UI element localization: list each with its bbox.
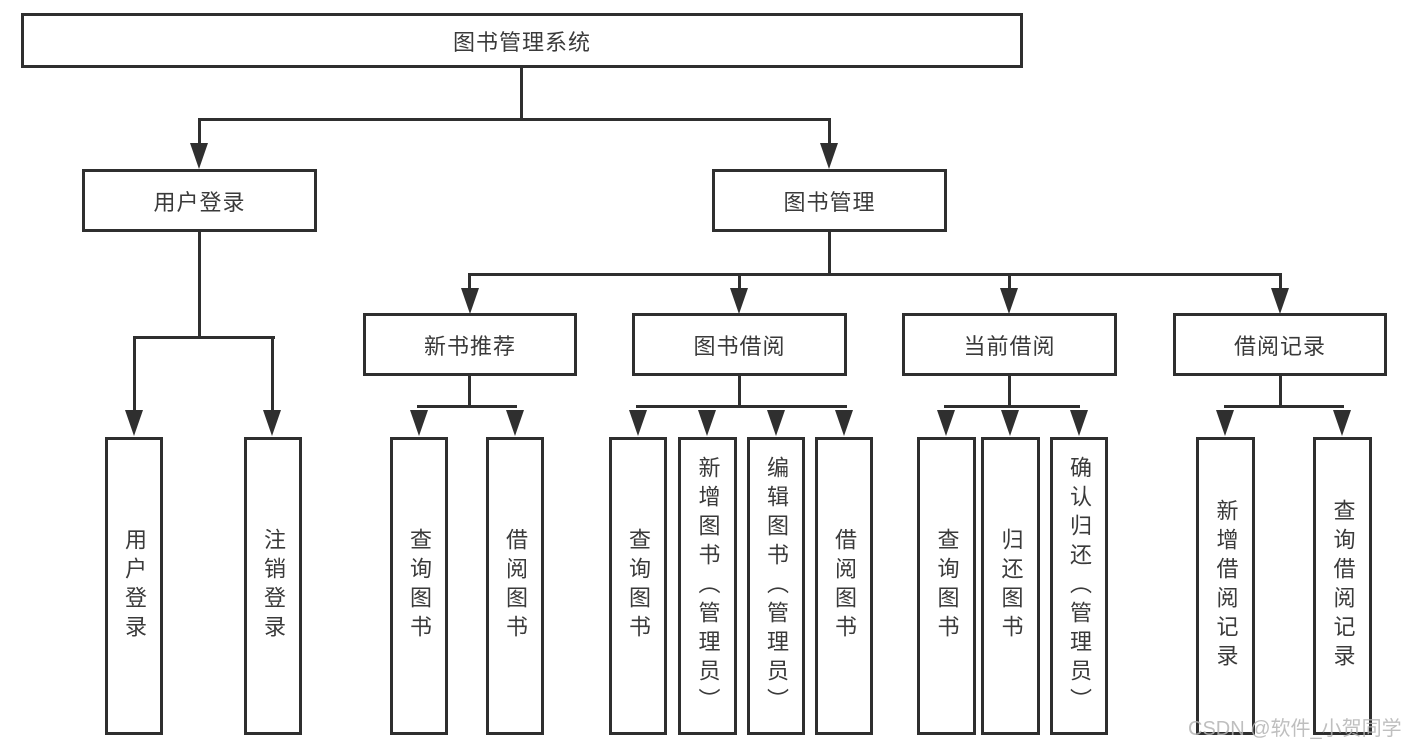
arrow-down-icon xyxy=(1001,410,1019,436)
edge-to-current-borrow xyxy=(1008,273,1011,290)
node-library-system-label: 图书管理系统 xyxy=(452,29,591,55)
edge-current-borrow-stem xyxy=(1008,376,1011,408)
edge-borrow-records-rail xyxy=(1224,405,1344,408)
edge-root-stem xyxy=(520,68,523,121)
node-user-login-label: 用户登录 xyxy=(153,189,246,215)
edge-user-login-rail xyxy=(133,336,275,339)
leaf-borrowing-edit-books-admin-label: 编辑图书（管理员） xyxy=(764,455,789,717)
leaf-logout-login: 注销登录 xyxy=(244,437,302,735)
arrow-down-icon xyxy=(125,410,143,436)
node-library-system: 图书管理系统 xyxy=(21,13,1023,68)
leaf-current-confirm-return-admin-label: 确认归还（管理员） xyxy=(1067,455,1092,717)
leaf-borrowing-query-books: 查询图书 xyxy=(609,437,667,735)
edge-to-book-management xyxy=(828,118,831,146)
node-book-management: 图书管理 xyxy=(712,169,947,232)
leaf-user-login-label: 用户登录 xyxy=(122,528,147,644)
leaf-records-query-borrow-record-label: 查询借阅记录 xyxy=(1330,499,1356,673)
leaf-recommend-query-books: 查询图书 xyxy=(390,437,448,735)
edge-to-new-book xyxy=(468,273,471,290)
leaf-borrowing-add-books-admin: 新增图书（管理员） xyxy=(678,437,737,735)
leaf-logout-login-label: 注销登录 xyxy=(261,528,286,644)
edge-user-login-stem xyxy=(198,232,201,339)
leaf-recommend-query-books-label: 查询图书 xyxy=(407,528,432,644)
arrow-down-icon xyxy=(410,410,428,436)
node-book-borrowing: 图书借阅 xyxy=(632,313,847,376)
node-new-book-recommend: 新书推荐 xyxy=(363,313,577,376)
arrow-down-icon xyxy=(1333,410,1351,436)
arrow-down-icon xyxy=(629,410,647,436)
leaf-borrowing-edit-books-admin: 编辑图书（管理员） xyxy=(747,437,805,735)
leaf-borrowing-borrow-books-label: 借阅图书 xyxy=(832,528,857,644)
edge-sections-rail xyxy=(468,273,1282,276)
node-current-borrowing: 当前借阅 xyxy=(902,313,1117,376)
edge-to-book-borrow xyxy=(738,273,741,290)
csdn-watermark: CSDN @软件_小贺同学 xyxy=(1188,718,1402,740)
arrow-down-icon xyxy=(730,288,748,314)
arrow-down-icon xyxy=(1216,410,1234,436)
arrow-down-icon xyxy=(1000,288,1018,314)
arrow-down-icon xyxy=(1070,410,1088,436)
leaf-borrowing-query-books-label: 查询图书 xyxy=(626,528,651,644)
edge-book-borrow-rail xyxy=(636,405,847,408)
arrow-down-icon xyxy=(820,143,838,169)
edge-to-borrow-records xyxy=(1279,273,1282,290)
arrow-down-icon xyxy=(767,410,785,436)
edge-new-book-stem xyxy=(468,376,471,408)
leaf-borrowing-borrow-books: 借阅图书 xyxy=(815,437,873,735)
node-book-management-label: 图书管理 xyxy=(783,189,876,215)
edge-to-leaf-login xyxy=(133,336,136,412)
edge-to-user-login xyxy=(198,118,201,146)
arrow-down-icon xyxy=(506,410,524,436)
leaf-current-query-books: 查询图书 xyxy=(917,437,976,735)
edge-book-management-stem xyxy=(828,232,831,276)
leaf-records-add-borrow-record-label: 新增借阅记录 xyxy=(1213,499,1239,673)
leaf-records-add-borrow-record: 新增借阅记录 xyxy=(1196,437,1255,735)
leaf-current-return-books-label: 归还图书 xyxy=(998,528,1024,644)
edge-to-leaf-logout xyxy=(271,336,274,412)
node-current-borrowing-label: 当前借阅 xyxy=(963,333,1056,359)
edge-book-borrow-stem xyxy=(738,376,741,408)
leaf-user-login: 用户登录 xyxy=(105,437,163,735)
leaf-recommend-borrow-books: 借阅图书 xyxy=(486,437,544,735)
leaf-records-query-borrow-record: 查询借阅记录 xyxy=(1313,437,1372,735)
node-new-book-recommend-label: 新书推荐 xyxy=(423,333,516,359)
leaf-current-confirm-return-admin: 确认归还（管理员） xyxy=(1050,437,1108,735)
arrow-down-icon xyxy=(835,410,853,436)
node-borrow-records: 借阅记录 xyxy=(1173,313,1387,376)
arrow-down-icon xyxy=(937,410,955,436)
arrow-down-icon xyxy=(263,410,281,436)
arrow-down-icon xyxy=(1271,288,1289,314)
leaf-current-return-books: 归还图书 xyxy=(981,437,1040,735)
edge-new-book-rail xyxy=(417,405,517,408)
edge-borrow-records-stem xyxy=(1279,376,1282,408)
leaf-borrowing-add-books-admin-label: 新增图书（管理员） xyxy=(695,455,721,717)
node-book-borrowing-label: 图书借阅 xyxy=(693,333,786,359)
node-borrow-records-label: 借阅记录 xyxy=(1233,333,1326,359)
edge-level2-rail xyxy=(198,118,831,121)
node-user-login: 用户登录 xyxy=(82,169,317,232)
arrow-down-icon xyxy=(190,143,208,169)
leaf-recommend-borrow-books-label: 借阅图书 xyxy=(503,528,528,644)
arrow-down-icon xyxy=(698,410,716,436)
arrow-down-icon xyxy=(461,288,479,314)
edge-current-borrow-rail xyxy=(944,405,1080,408)
leaf-current-query-books-label: 查询图书 xyxy=(934,528,960,644)
